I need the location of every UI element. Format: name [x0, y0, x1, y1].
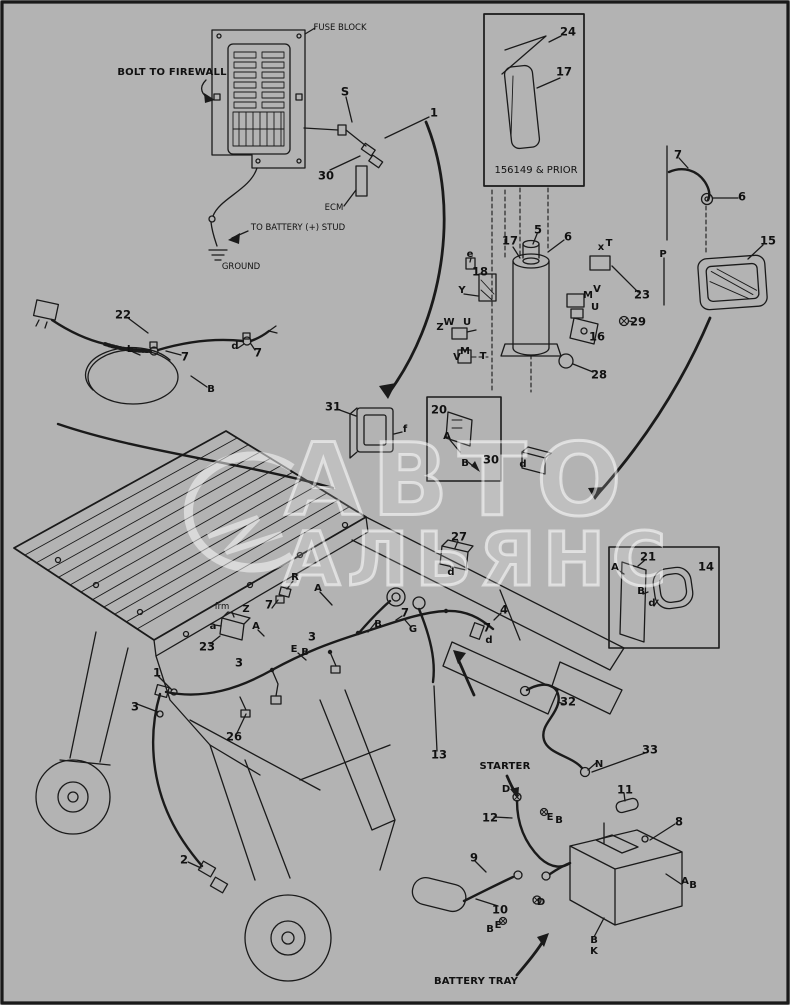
valve-assembly — [451, 189, 665, 393]
flow-arrows — [379, 120, 712, 977]
watermark-logo — [183, 451, 295, 573]
connector-27 — [439, 539, 474, 571]
connector-31 — [336, 407, 403, 459]
inset-20-box — [426, 396, 502, 482]
inset-21-box — [608, 546, 720, 649]
inset-156149-box — [483, 13, 585, 257]
connector-30d — [521, 446, 552, 475]
hook-wire-and-lamp — [666, 145, 768, 311]
battery-assembly — [411, 683, 683, 938]
machine-body — [13, 430, 625, 982]
fuse-block-assembly — [200, 27, 430, 261]
hood-hatching — [24, 437, 350, 630]
main-harness — [136, 580, 502, 894]
harness-22 — [32, 299, 335, 490]
